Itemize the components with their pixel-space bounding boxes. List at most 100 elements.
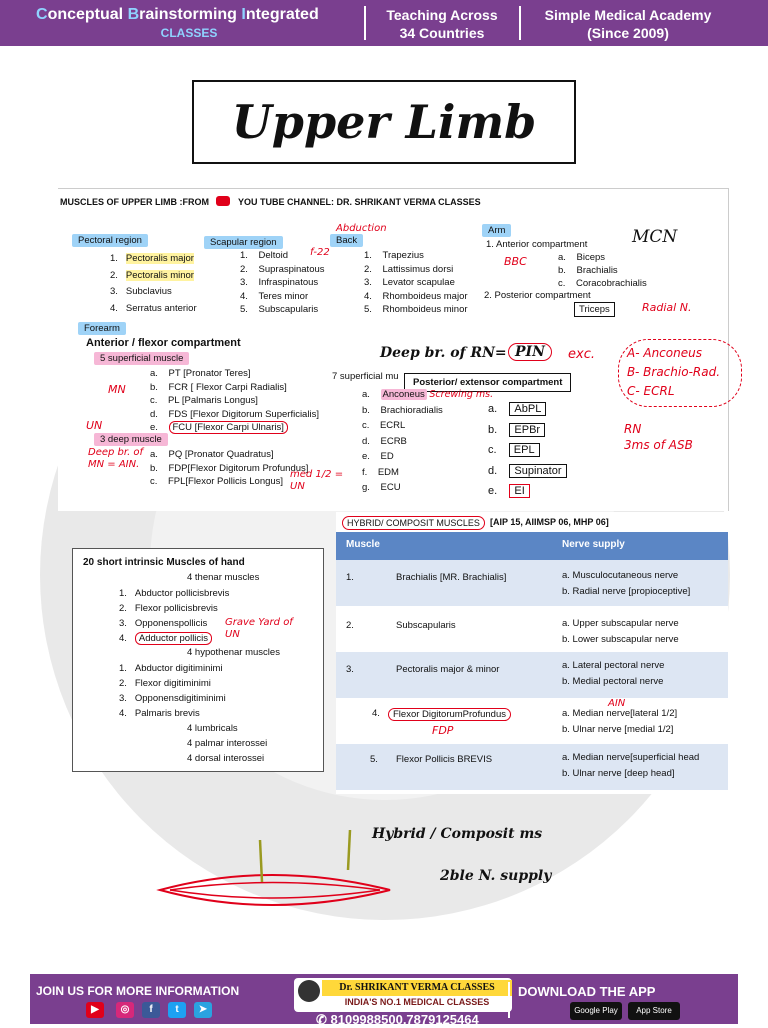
deep-list: a. PQ [Pronator Quadratus] b. FDP[Flexor…: [150, 449, 309, 487]
annot-radial: Radial N.: [642, 301, 692, 314]
list-item: Subscapularis: [258, 304, 319, 315]
annot-hybrid: Hybrid / Composit ms: [372, 826, 543, 842]
list-item: Supraspinatous: [258, 263, 325, 275]
instagram-icon[interactable]: ◎: [116, 1002, 134, 1018]
badge-subtitle: INDIA'S NO.1 MEDICAL CLASSES: [344, 997, 490, 1007]
annot-abduction: Abduction: [336, 223, 387, 234]
avatar: [298, 980, 320, 1002]
list-item: Rhomboideus major: [382, 290, 468, 302]
hybrid-refs: [AIP 15, AIIMSP 06, MHP 06]: [490, 517, 609, 527]
annot-pin: PIN: [508, 343, 552, 361]
list-item: AbPL: [509, 402, 547, 416]
posterior-label: Posterior/ extensor compartment: [404, 373, 572, 392]
table-row: 5. Flexor Pollicis BREVIS a. Median nerv…: [336, 744, 728, 790]
arm-posterior: 2. Posterior compartment: [484, 290, 591, 301]
join-text: JOIN US FOR MORE INFORMATION: [36, 984, 240, 998]
twitter-icon[interactable]: t: [168, 1002, 186, 1018]
list-item: ECRL: [379, 420, 406, 431]
list-item: Pectoralis major: [125, 253, 194, 264]
list-item: Trapezius: [382, 250, 424, 261]
list-item: EDM: [377, 466, 399, 478]
list-item: Flexor pollicisbrevis: [134, 603, 218, 614]
deep-label: 3 deep muscle: [94, 433, 168, 446]
thenar-label: 4 thenar muscles: [187, 572, 260, 583]
list-item: Lattissimus dorsi: [382, 263, 454, 275]
superficial-list: a. PT [Pronator Teres] b. FCR [ Flexor C…: [150, 368, 319, 434]
posterior-superficial-list: a. Anconeus Screwing ms. b. Brachioradia…: [362, 389, 494, 493]
notes-heading: MUSCLES OF UPPER LIMB :FROM: [60, 197, 209, 207]
annot-deep-br: Deep br. of RN=: [380, 345, 507, 361]
list-item: Coracobrachialis: [575, 278, 647, 289]
list-item: Adductor pollicis: [134, 632, 213, 645]
list-item: PT [Pronator Teres]: [168, 368, 251, 379]
header-divider: [519, 6, 521, 40]
list-item: PQ [Pronator Quadratus]: [168, 449, 274, 460]
google-play-button[interactable]: Google Play: [570, 1002, 622, 1020]
badge-name: Dr. SHRIKANT VERMA CLASSES: [322, 980, 512, 996]
brand-title: Conceptual Brainstorming Integrated: [36, 6, 319, 23]
posterior-deep-list: a. AbPL b. EPBr c. EPL d. Supinator e. E…: [488, 399, 567, 502]
list-item: FDP[Flexor Digitorum Profundus]: [168, 462, 309, 474]
list-item: Opponensdigitiminimi: [134, 693, 226, 704]
arm-triceps: Triceps: [574, 302, 615, 317]
other-hand-muscles: 4 lumbricals 4 palmar interossei 4 dorsa…: [187, 723, 268, 764]
annot-med-un: med 1/2 = UN: [290, 469, 344, 492]
list-item: Abductor digitiminimi: [134, 663, 223, 674]
list-item: Pectoralis minor: [125, 269, 194, 281]
list-item: Subclavius: [125, 286, 172, 297]
table-row: 2. Subscapularis a. Upper subscapular ne…: [336, 606, 728, 652]
list-item: Levator scapulae: [382, 277, 455, 288]
hybrid-header-row: Muscle Nerve supply: [336, 532, 728, 560]
forearm-label: Forearm: [78, 322, 126, 335]
list-item: Brachioradialis: [380, 404, 443, 416]
list-item: Opponenspollicis: [134, 618, 208, 629]
superficial-label: 5 superficial muscle: [94, 352, 190, 365]
telegram-icon[interactable]: ➤: [194, 1002, 212, 1018]
arm-label: Arm: [482, 224, 512, 237]
list-item: FCR [ Flexor Carpi Radialis]: [168, 381, 287, 393]
hybrid-muscles-table: HYBRID/ COMPOSIT MUSCLES [AIP 15, AIIMSP…: [336, 512, 728, 794]
youtube-icon[interactable]: ▶: [86, 1002, 104, 1018]
list-item: Palmaris brevis: [134, 708, 200, 719]
hypothenar-list: 1. Abductor digitiminimi 2. Flexor digit…: [119, 663, 226, 719]
app-store-button[interactable]: App Store: [628, 1002, 680, 1020]
top-banner: Conceptual Brainstorming Integrated CLAS…: [0, 0, 768, 46]
facebook-icon[interactable]: f: [142, 1002, 160, 1018]
list-item: Teres minor: [258, 290, 309, 302]
annot-double-supply: 2ble N. supply: [440, 868, 552, 884]
annot-rn: RN 3ms of ASB: [624, 422, 693, 452]
hybrid-muscle-sketch: [156, 829, 391, 906]
list-item: Infraspinatous: [258, 277, 319, 288]
list-item: FCU [Flexor Carpi Ulnaris]: [168, 421, 288, 434]
annot-exc: exc.: [568, 347, 595, 362]
col-header-muscle: Muscle: [346, 539, 380, 550]
list-item: Abductor pollicisbrevis: [134, 588, 230, 599]
hand-muscles-box: 20 short intrinsic Muscles of hand 4 the…: [72, 548, 324, 772]
footer-banner: JOIN US FOR MORE INFORMATION ▶ ◎ f t ➤ D…: [30, 974, 738, 1027]
scapular-label: Scapular region: [204, 236, 283, 249]
muscles-notes-panel: MUSCLES OF UPPER LIMB :FROM YOU TUBE CHA…: [58, 188, 742, 511]
arm-anterior-list: a. Biceps b. Brachialis c. Coracobrachia…: [558, 252, 647, 289]
annot-f22: f-22: [310, 247, 330, 258]
list-item: ED: [380, 451, 394, 462]
notes-heading-channel: YOU TUBE CHANNEL: DR. SHRIKANT VERMA CLA…: [238, 197, 481, 207]
col-header-nerve: Nerve supply: [562, 539, 625, 550]
annot-screwing: Screwing ms.: [429, 389, 494, 400]
list-item: FDS [Flexor Digitorum Superficialis]: [168, 408, 319, 420]
annot-fdp: FDP: [432, 724, 454, 737]
hand-title: 20 short intrinsic Muscles of hand: [83, 557, 245, 568]
scapular-list: 1. Deltoid 2. Supraspinatous 3. Infraspi…: [240, 250, 325, 315]
annot-bbc: BBC: [504, 255, 527, 268]
list-item: Biceps: [576, 252, 606, 263]
list-item: ECU: [380, 482, 401, 493]
header-divider: [364, 6, 366, 40]
list-item: Serratus anterior: [125, 302, 197, 314]
title-box: Upper Limb: [192, 80, 576, 164]
youtube-icon: [216, 196, 230, 206]
annot-un: UN: [86, 419, 103, 432]
pectoral-list: 1. Pectoralis major 2. Pectoralis minor …: [110, 253, 197, 314]
table-row: 3. Pectoralis major & minor a. Lateral p…: [336, 652, 728, 698]
page-title: Upper Limb: [231, 95, 537, 149]
phone-number: ✆ 8109988500,7879125464: [316, 1012, 479, 1027]
